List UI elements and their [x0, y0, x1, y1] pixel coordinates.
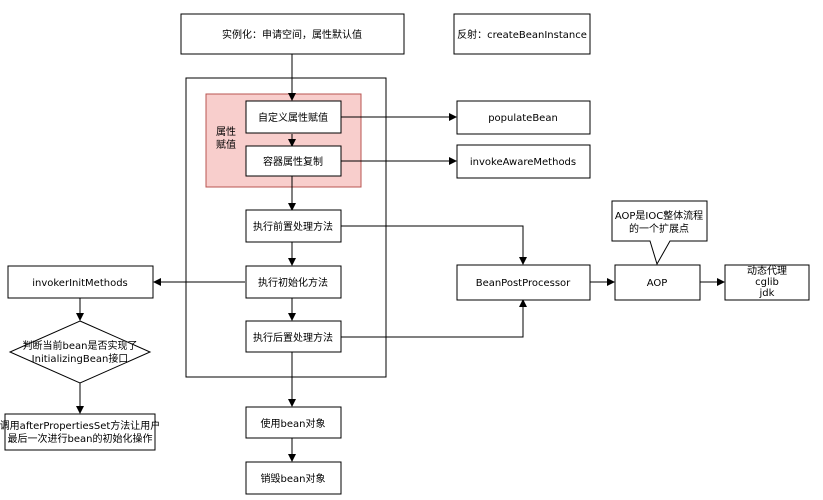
invoker-init-label: invokerInitMethods	[32, 278, 128, 289]
aop-box	[614, 264, 701, 301]
instantiate-label: 实例化：申请空间，属性默认值	[222, 28, 362, 41]
instantiate-box	[180, 13, 405, 55]
reflection-box	[453, 13, 591, 55]
pre-process-box	[245, 209, 342, 243]
post-process-label: 执行后置处理方法	[253, 331, 333, 344]
populate-bean-box	[456, 100, 591, 135]
aop-callout-line1: AOP是IOC整体流程	[615, 209, 703, 222]
proxy-label-line1: 动态代理	[747, 264, 787, 277]
aop-callout-line2: 的一个扩展点	[629, 222, 689, 235]
container-attr-box	[245, 145, 342, 177]
proxy-label-line3: jdk	[759, 288, 775, 299]
bean-post-processor-label: BeanPostProcessor	[476, 278, 571, 289]
decision-diamond	[8, 320, 152, 384]
proxy-box	[724, 264, 810, 301]
proxy-label-line2: cglib	[755, 277, 779, 288]
group-label-line1: 属性	[216, 125, 236, 138]
aop-label: AOP	[647, 278, 668, 289]
custom-attr-label: 自定义属性赋值	[258, 111, 328, 124]
invoker-init-box	[7, 265, 154, 299]
after-props-label-line1: 调用afterPropertiesSet方法让用户	[0, 419, 160, 432]
populate-bean-label: populateBean	[488, 113, 558, 124]
invoke-aware-box	[456, 144, 591, 179]
pre-process-label: 执行前置处理方法	[253, 220, 333, 233]
use-bean-label: 使用bean对象	[261, 417, 326, 430]
decision-label-line1: 判断当前bean是否实现了	[23, 339, 138, 352]
post-process-box	[245, 320, 342, 353]
after-props-label-line2: 最后一次进行bean的初始化操作	[8, 432, 153, 445]
group-label-line2: 赋值	[216, 138, 236, 151]
init-method-label: 执行初始化方法	[258, 276, 328, 289]
custom-attr-box	[245, 100, 342, 134]
destroy-bean-box	[245, 461, 342, 495]
edge-post-to-bpp	[341, 299, 527, 338]
container-attr-label: 容器属性复制	[263, 155, 323, 168]
bean-post-processor-box	[456, 264, 591, 301]
edge-pre-to-bpp	[341, 225, 527, 265]
decision-label-line2: InitializingBean接口	[32, 352, 129, 365]
destroy-bean-label: 销毁bean对象	[261, 472, 326, 485]
edges	[76, 54, 725, 462]
reflection-label: 反射：createBeanInstance	[457, 29, 587, 41]
init-method-box	[245, 265, 342, 299]
after-props-box	[4, 413, 156, 451]
aop-callout	[611, 200, 708, 266]
use-bean-box	[245, 406, 342, 439]
invoke-aware-label: invokeAwareMethods	[470, 157, 576, 168]
